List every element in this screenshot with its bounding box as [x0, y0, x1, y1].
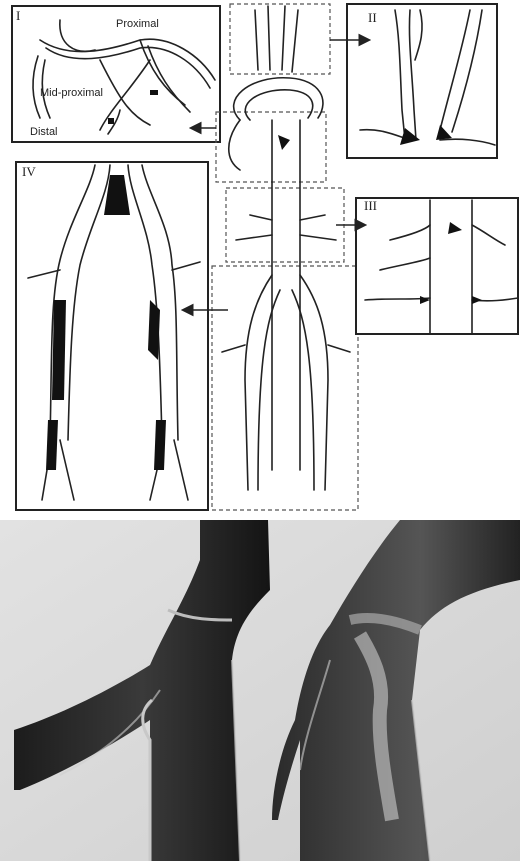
panel-ii-label: II — [368, 10, 377, 25]
panel-i-label: I — [16, 8, 20, 23]
proximal-label: Proximal — [116, 18, 159, 30]
schematic-diagram: I Proximal Mid-proximal Distal II — [0, 0, 520, 520]
panel-iii: III — [356, 198, 518, 334]
panel-i: I Proximal Mid-proximal Distal — [12, 6, 220, 142]
vessel-cross-section-image — [0, 520, 520, 861]
aorta-overview — [212, 4, 358, 510]
distal-label: Distal — [30, 126, 58, 138]
panel-iii-label: III — [364, 198, 377, 213]
panel-iv-label: IV — [22, 164, 36, 179]
panel-iv: IV — [16, 162, 208, 510]
mid-proximal-label: Mid-proximal — [40, 87, 103, 99]
panel-ii: II — [347, 4, 497, 158]
